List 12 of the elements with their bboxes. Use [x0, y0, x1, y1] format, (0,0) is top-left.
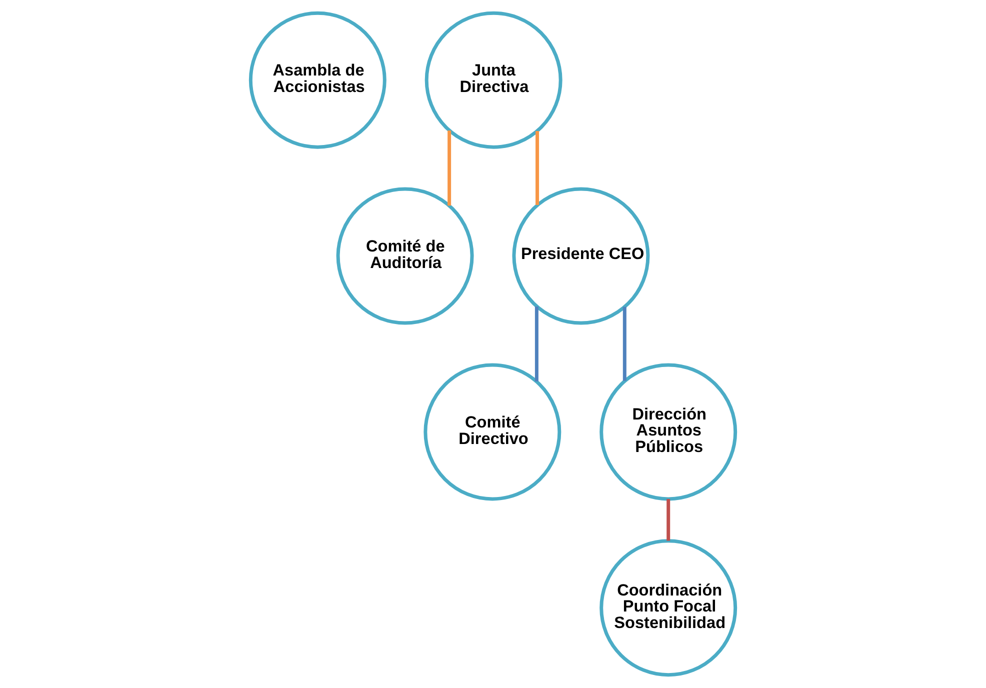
node-circle: Comité de Auditoría [336, 187, 474, 325]
connector [448, 130, 452, 206]
node-circle: Presidente CEO [512, 187, 650, 325]
connector [534, 306, 538, 382]
node-circle: Asambla de Accionistas [248, 11, 386, 149]
node-circle: Junta Directiva [424, 11, 562, 149]
connector [666, 498, 670, 541]
node-circle: Dirección Asuntos Públicos [600, 363, 738, 501]
node-circle: Comité Directivo [424, 363, 562, 501]
node-circle: Coordinación Punto Focal Sostenibilidad [600, 539, 738, 677]
connector [536, 131, 540, 205]
connector [622, 306, 626, 381]
